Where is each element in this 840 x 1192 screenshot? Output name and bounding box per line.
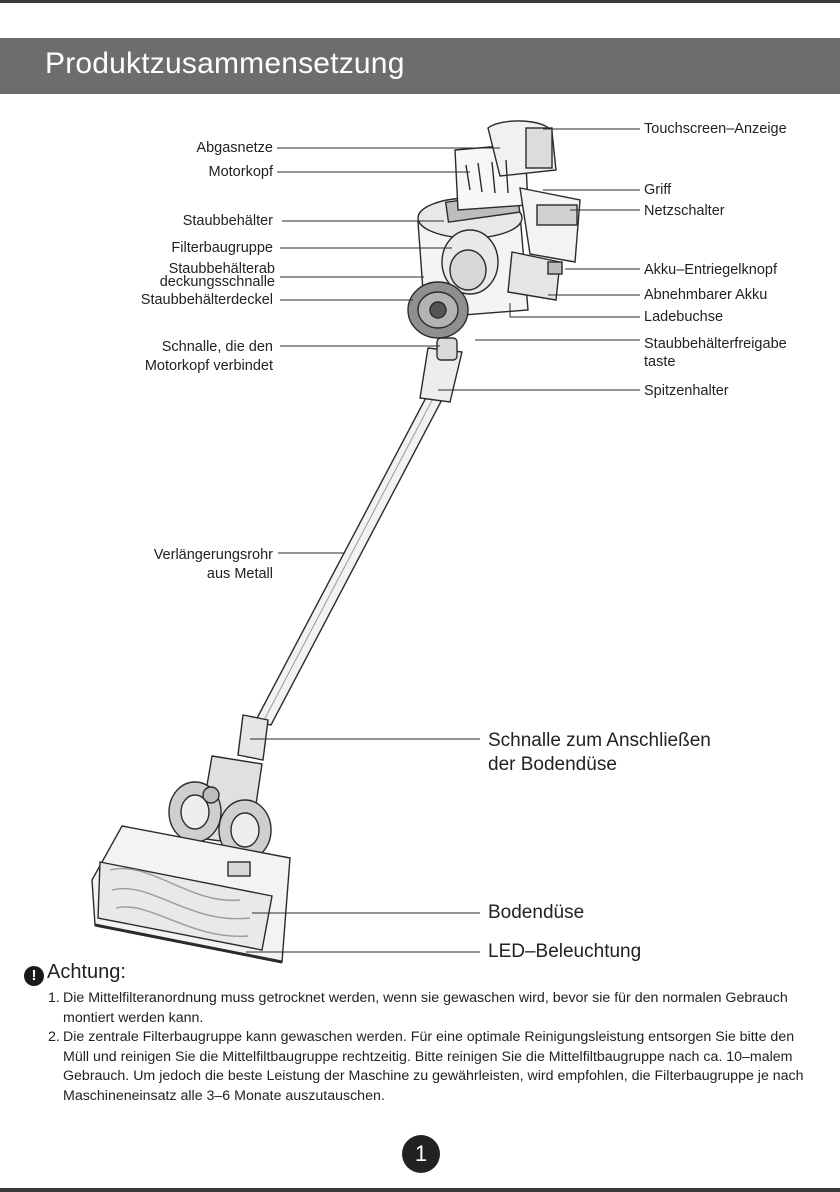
notes-list: 1. Die Mittelfilteranordnung muss getroc… xyxy=(48,989,808,1106)
label-akku-entriegelknopf: Akku–Entriegelknopf xyxy=(644,262,777,278)
label-verlaengerungsrohr-line1: Verlängerungsrohr xyxy=(153,547,273,563)
label-abnehmbarer-akku: Abnehmbarer Akku xyxy=(644,287,768,303)
label-spitzenhalter: Spitzenhalter xyxy=(644,383,729,399)
page-number: 1 xyxy=(402,1135,440,1173)
label-abdeckungsschnalle-line2: deckungsschnalle xyxy=(159,274,275,290)
label-verlaengerungsrohr: Verlängerungsrohr aus Metall xyxy=(154,546,273,584)
label-filterbaugruppe: Filterbaugruppe xyxy=(171,240,273,256)
label-abgasnetze: Abgasnetze xyxy=(196,140,273,156)
dust-bin-lid xyxy=(407,281,469,339)
motor-head xyxy=(454,120,557,211)
list-item: 1. Die Mittelfilteranordnung muss getroc… xyxy=(48,989,808,1028)
handle-and-battery xyxy=(507,187,581,301)
section-header: Produktzusammensetzung xyxy=(0,38,840,94)
label-bodenduese: Bodendüse xyxy=(488,902,585,923)
floor-nozzle xyxy=(91,825,291,964)
list-item: 2. Die zentrale Filterbaugruppe kann gew… xyxy=(48,1028,808,1106)
label-touchscreen: Touchscreen–Anzeige xyxy=(644,121,787,137)
page-title: Produktzusammensetzung xyxy=(45,47,405,80)
bottom-rule xyxy=(0,1188,840,1192)
label-bodenduese-schnalle-line1: Schnalle zum Anschließen xyxy=(488,730,711,751)
top-rule xyxy=(0,0,840,3)
label-staubbehaelter: Staubbehälter xyxy=(182,213,273,229)
notes-heading-text: Achtung: xyxy=(47,961,126,983)
label-freigabe-line1: Staubbehälterfreigabe xyxy=(644,336,787,352)
label-led-beleuchtung: LED–Beleuchtung xyxy=(488,941,642,962)
floor-head-wheels xyxy=(168,781,272,861)
label-bodenduese-schnalle: Schnalle zum Anschließen der Bodendüse xyxy=(488,729,711,777)
label-verlaengerungsrohr-line2: aus Metall xyxy=(206,566,273,582)
list-item-number: 2. xyxy=(48,1029,60,1045)
label-staubbehaelterfreigabe: Staubbehälterfreigabe taste xyxy=(644,335,787,371)
label-schnalle-motorkopf-line2: Motorkopf verbindet xyxy=(144,358,273,374)
label-schnalle-motorkopf: Schnalle, die den Motorkopf verbindet xyxy=(145,338,273,376)
label-staubbehaelterdeckel: Staubbehälterdeckel xyxy=(140,292,273,308)
label-netzschalter: Netzschalter xyxy=(644,203,725,219)
list-item-text: Die Mittelfilteranordnung muss getrockne… xyxy=(63,990,788,1026)
list-item-text: Die zentrale Filterbaugruppe kann gewasc… xyxy=(63,1029,804,1104)
label-abdeckungsschnalle: Staubbehälterab deckungsschnalle xyxy=(159,261,275,290)
leader-lines xyxy=(246,128,640,953)
list-item-number: 1. xyxy=(48,990,60,1006)
label-schnalle-motorkopf-line1: Schnalle, die den xyxy=(161,339,273,355)
label-ladebuchse: Ladebuchse xyxy=(644,309,724,325)
extension-tube xyxy=(253,389,448,726)
label-motorkopf: Motorkopf xyxy=(208,164,273,180)
label-freigabe-line2: taste xyxy=(644,354,676,370)
label-griff: Griff xyxy=(644,182,672,198)
label-abdeckungsschnalle-line1: Staubbehälterab xyxy=(168,261,275,277)
tip-holder xyxy=(419,337,463,403)
notes-heading: !Achtung: xyxy=(24,961,126,986)
warning-icon: ! xyxy=(24,966,44,986)
label-bodenduese-schnalle-line2: der Bodendüse xyxy=(488,754,617,775)
